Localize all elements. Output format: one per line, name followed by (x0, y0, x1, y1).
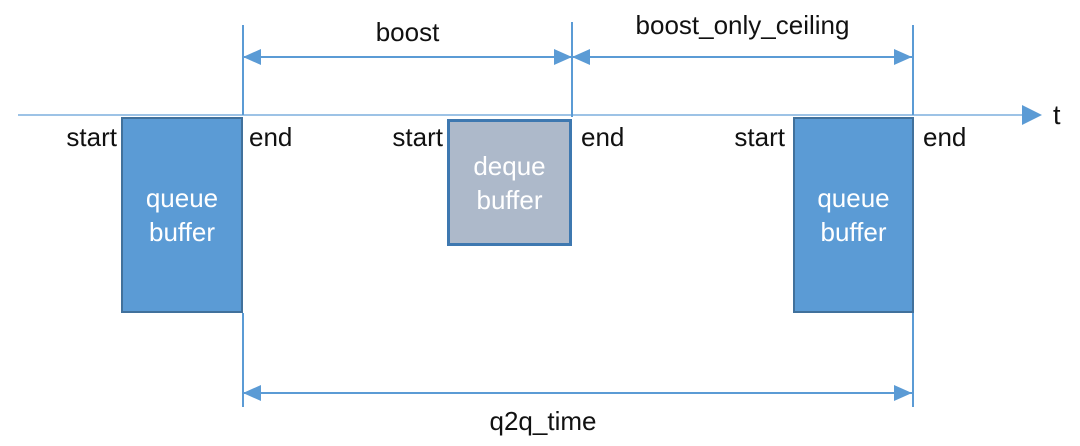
timeline-arrowhead-icon (1022, 105, 1042, 125)
q2q-time-arrow-line (243, 392, 912, 394)
queue-buffer-box-2: queue buffer (793, 117, 914, 313)
queue-buffer-1-line2: buffer (148, 217, 215, 247)
marker-start-queue1: start (66, 122, 117, 152)
queue-buffer-2-line1: queue (817, 183, 890, 213)
guide-line-queue1-end-bottom (242, 313, 244, 407)
q2q-time-arrowhead-left-icon (243, 385, 261, 401)
timeline-label: t (1053, 100, 1061, 130)
deque-buffer-line1: deque (473, 150, 546, 181)
boost-only-ceiling-arrowhead-right-icon (894, 49, 912, 65)
marker-end-queue2: end (923, 122, 967, 152)
deque-buffer-box: deque buffer (447, 119, 572, 246)
guide-line-queue2-end-bottom (912, 313, 914, 407)
queue-buffer-2-line2: buffer (820, 217, 887, 247)
marker-start-deque: start (392, 122, 443, 152)
boost-label: boost (375, 17, 440, 47)
boost-arrowhead-left-icon (243, 49, 261, 65)
guide-line-queue1-end-top (242, 25, 244, 115)
marker-start-queue2: start (734, 122, 785, 152)
queue-buffer-1-line1: queue (145, 183, 219, 213)
deque-buffer-line2: buffer (476, 184, 543, 215)
boost-only-ceiling-arrow-line (572, 56, 912, 58)
boost-only-ceiling-label: boost_only_ceiling (635, 10, 850, 40)
q2q-time-label: q2q_time (489, 406, 597, 436)
marker-end-deque: end (581, 122, 625, 152)
q2q-time-arrowhead-right-icon (894, 385, 912, 401)
guide-line-deque-end (571, 22, 573, 117)
boost-arrow-line (243, 56, 572, 58)
marker-end-queue1: end (249, 122, 293, 152)
guide-line-queue2-end-top (912, 25, 914, 115)
queue-buffer-box-1: queue buffer (121, 117, 243, 313)
boost-only-ceiling-arrowhead-left-icon (572, 49, 590, 65)
timeline-axis (18, 114, 1022, 116)
boost-arrowhead-right-icon (554, 49, 572, 65)
